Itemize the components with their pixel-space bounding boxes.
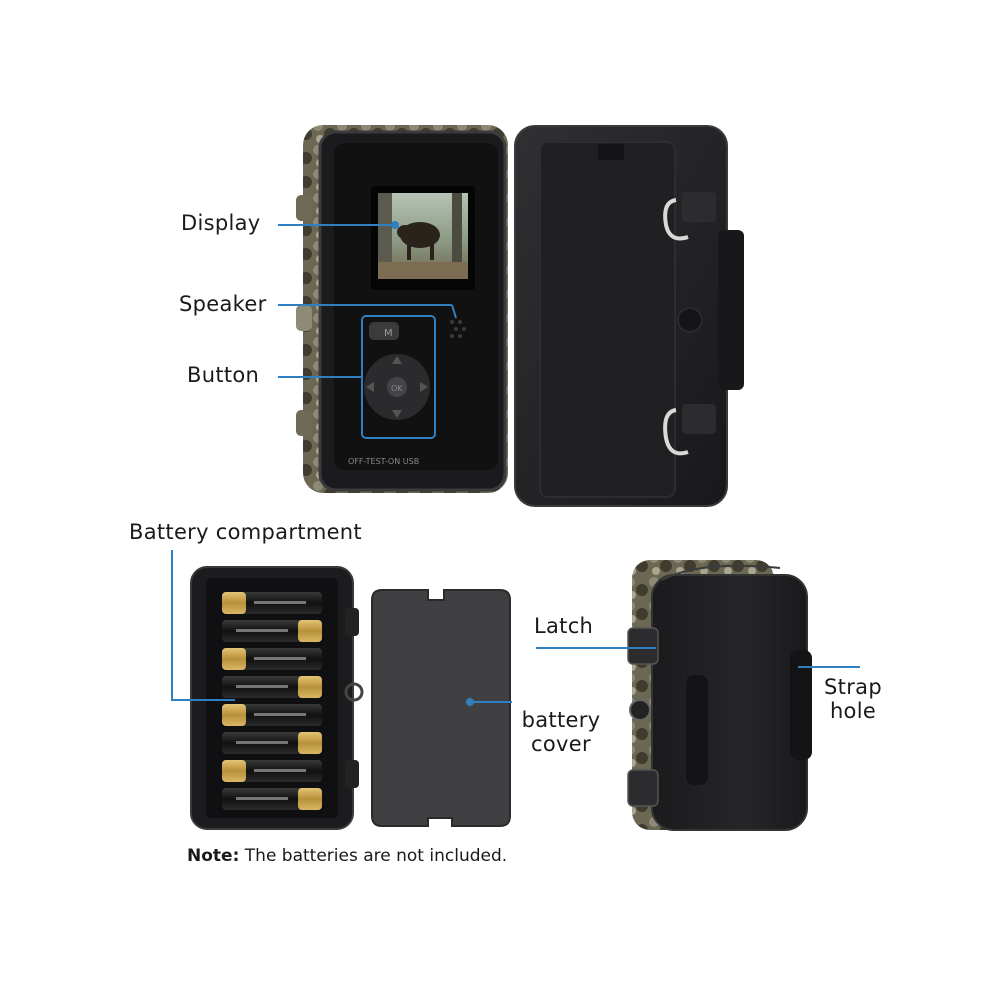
display-callout-dot bbox=[391, 221, 399, 229]
battery-cell bbox=[222, 760, 322, 782]
callout-lines bbox=[171, 221, 860, 706]
battery-cell bbox=[222, 788, 322, 810]
display-label: Display bbox=[181, 211, 261, 235]
battery-cover-label: battery cover bbox=[516, 708, 606, 756]
menu-key-text: M bbox=[384, 328, 393, 339]
latch-label: Latch bbox=[534, 614, 594, 638]
battery-cover-plate bbox=[371, 589, 511, 827]
battery-compartment-label: Battery compartment bbox=[129, 520, 362, 544]
speaker-grille bbox=[450, 320, 466, 338]
strap-hole-label-line1: Strap bbox=[824, 675, 882, 699]
camera-back-lid bbox=[514, 125, 744, 507]
note-prefix: Note: bbox=[187, 846, 240, 866]
display-screen bbox=[371, 186, 475, 290]
battery-cover-label-line2: cover bbox=[531, 732, 591, 756]
battery-cover-label-line1: battery bbox=[521, 708, 601, 732]
battery-cell bbox=[222, 732, 322, 754]
ok-key-text: OK bbox=[391, 384, 403, 393]
speaker-callout-tip bbox=[451, 304, 457, 319]
speaker-label: Speaker bbox=[179, 292, 267, 316]
battery-cell bbox=[222, 592, 322, 614]
camera-closed-back bbox=[627, 560, 812, 831]
note-text: Note: The batteries are not included. bbox=[187, 846, 507, 866]
control-buttons bbox=[361, 315, 436, 439]
battery-cell bbox=[222, 676, 322, 698]
strap-hole-label-line2: hole bbox=[829, 699, 877, 723]
battery-cell bbox=[222, 620, 322, 642]
battery-cell bbox=[222, 704, 322, 726]
battery-cell bbox=[222, 648, 322, 670]
battery-rows bbox=[222, 592, 322, 810]
note-body: The batteries are not included. bbox=[239, 846, 508, 866]
switch-label-text: OFF-TEST-ON USB bbox=[348, 457, 419, 466]
battery-compartment-callout-line bbox=[171, 550, 235, 701]
battery-cover-callout-dot bbox=[466, 698, 474, 706]
button-label: Button bbox=[187, 363, 260, 387]
strap-hole-label: Strap hole bbox=[818, 675, 888, 723]
